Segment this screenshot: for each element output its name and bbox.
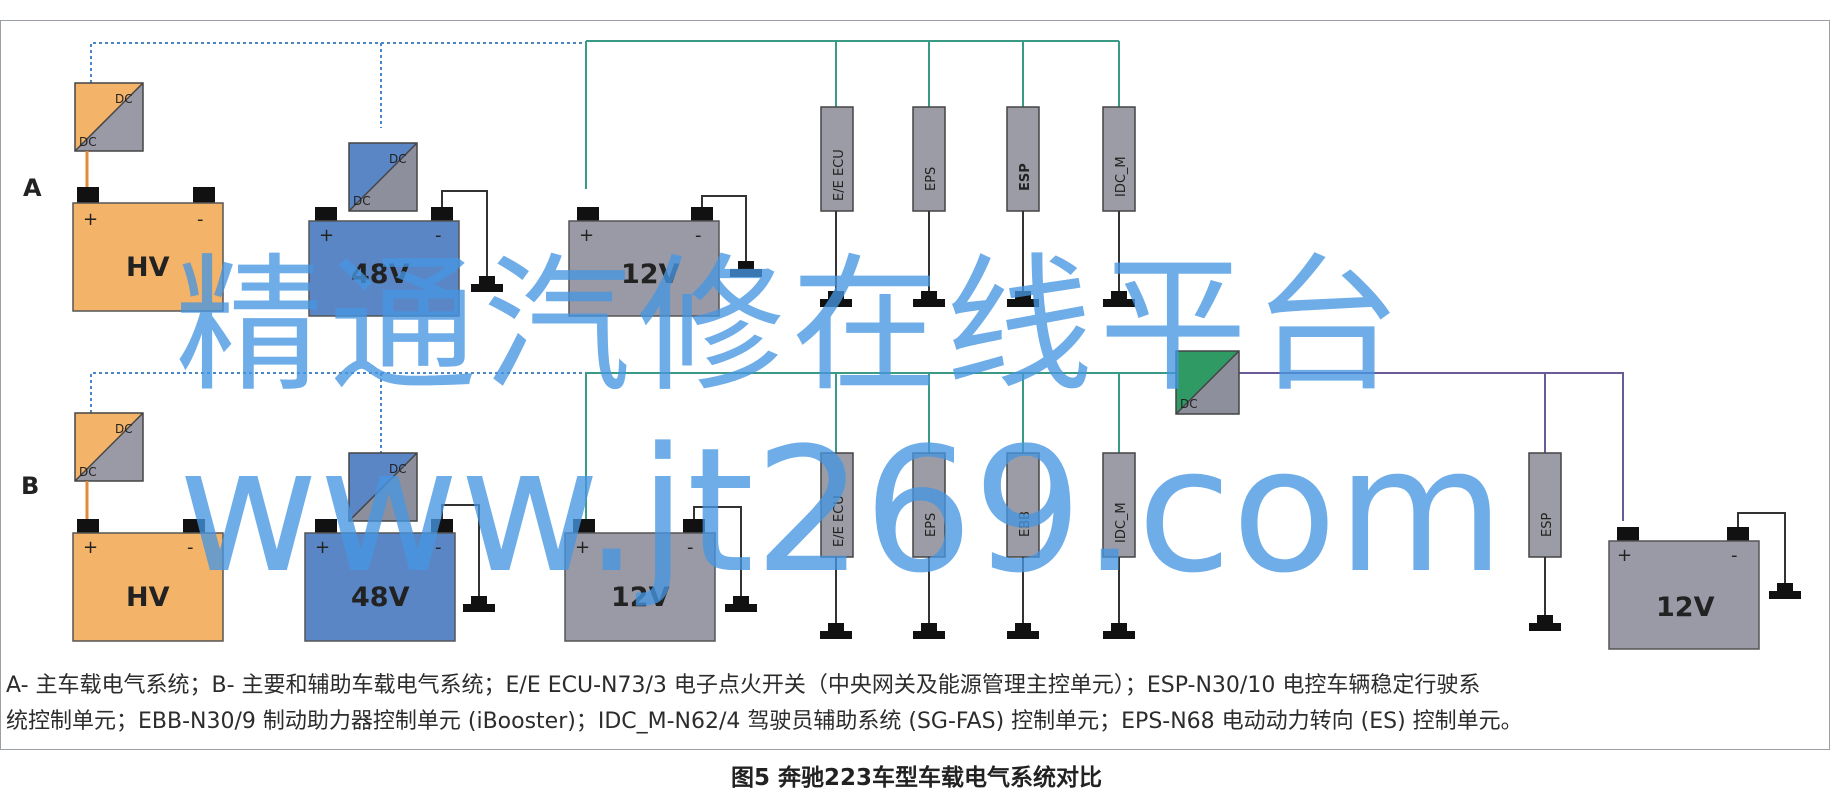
row-b-aux-bus-wire: [1239, 372, 1624, 521]
svg-text:DC: DC: [115, 92, 133, 106]
ground-icon: [725, 596, 757, 612]
ecu-esp-b: ESP: [1528, 452, 1562, 631]
ecu-eps-b: EPS: [912, 452, 946, 639]
svg-text:DC: DC: [79, 465, 97, 479]
ground-icon: [1769, 583, 1801, 599]
row-b-label: B: [21, 472, 39, 500]
battery-48v-b-label: 48V: [351, 582, 410, 613]
svg-text:-: -: [687, 537, 694, 558]
ecu-ee-ecu-a: E/E ECU: [820, 106, 854, 307]
battery-12v-aux-b-ground-wire: [1737, 512, 1786, 583]
battery-12v-a-label: 12V: [621, 259, 680, 290]
battery-hv-a: + - HV: [72, 187, 224, 312]
diagram-frame: A DC DC + - HV DC DC + - 48: [0, 20, 1830, 750]
svg-text:DC: DC: [353, 194, 371, 208]
svg-text:+: +: [83, 209, 98, 230]
dc-converter-hv-b: DC DC: [74, 412, 144, 482]
row-b-ecu-feeds: [835, 373, 1120, 453]
caption-line-2: 统控制单元；EBB-N30/9 制动助力器控制单元 (iBooster)；IDC…: [6, 709, 1523, 734]
svg-text:EPS: EPS: [924, 513, 939, 537]
svg-text:+: +: [579, 225, 594, 246]
ecu-ee-ecu-b: E/E ECU: [820, 452, 854, 639]
svg-text:-: -: [187, 537, 194, 558]
ecu-idc-m-a: IDC_M: [1102, 106, 1136, 307]
ground-icon: [730, 261, 762, 277]
svg-text:DC: DC: [389, 152, 407, 166]
dc-converter-48v-a: DC DC: [348, 142, 418, 212]
svg-text:EBB: EBB: [1018, 511, 1033, 537]
battery-48v-a-label: 48V: [351, 259, 410, 290]
svg-text:+: +: [315, 537, 330, 558]
svg-text:ESP: ESP: [1018, 163, 1033, 191]
svg-text:-: -: [197, 209, 204, 230]
svg-text:DC: DC: [1180, 397, 1198, 411]
row-a-ecu-feeds: [835, 41, 1120, 107]
svg-text:DC: DC: [79, 135, 97, 149]
battery-12v-a: + - 12V: [568, 207, 720, 317]
battery-hv-b-label: HV: [126, 582, 170, 613]
svg-text:E/E ECU: E/E ECU: [832, 149, 847, 201]
battery-12v-b-label: 12V: [611, 582, 670, 613]
battery-hv-a-label: HV: [126, 252, 170, 283]
battery-48v-a: + - 48V: [308, 207, 460, 317]
svg-text:ESP: ESP: [1540, 513, 1555, 537]
battery-12v-b-ground-wire: [693, 506, 742, 596]
ground-icon: [463, 596, 495, 612]
svg-text:E/E ECU: E/E ECU: [832, 495, 847, 547]
ecu-eps-a: EPS: [912, 106, 946, 307]
svg-text:+: +: [319, 225, 334, 246]
svg-text:+: +: [575, 537, 590, 558]
ecu-esp-a: ESP: [1006, 106, 1040, 307]
battery-12v-a-ground-wire: [701, 195, 747, 261]
row-b-dotted-link: [90, 372, 586, 453]
svg-text:IDC_M: IDC_M: [1114, 502, 1129, 543]
dc-converter-48v-b: DC: [348, 452, 418, 522]
battery-12v-b: + - 12V: [564, 519, 716, 642]
battery-hv-b: + - HV: [72, 519, 224, 642]
caption: A- 主车载电气系统；B- 主要和辅助车载电气系统；E/E ECU-N73/3 …: [6, 668, 1821, 740]
battery-48v-b: + - 48V: [304, 519, 456, 642]
row-a-label: A: [23, 174, 42, 202]
dc-converter-hv-a: DC DC: [74, 82, 144, 152]
row-a-dotted-link: [90, 42, 586, 101]
electrical-system-diagram: A DC DC + - HV DC DC + - 48: [21, 40, 1801, 650]
ground-icon: [471, 276, 503, 292]
svg-text:+: +: [83, 537, 98, 558]
battery-48v-b-ground-wire: [441, 504, 480, 596]
svg-text:-: -: [435, 225, 442, 246]
svg-text:DC: DC: [389, 462, 407, 476]
ecu-idc-m-b: IDC_M: [1102, 452, 1136, 639]
svg-text:EPS: EPS: [924, 167, 939, 191]
svg-text:IDC_M: IDC_M: [1114, 156, 1129, 197]
ecu-ebb-b: EBB: [1006, 452, 1040, 639]
figure-title: 图5 奔驰223车型车载电气系统对比: [730, 765, 1103, 791]
svg-text:-: -: [1731, 545, 1738, 566]
battery-12v-aux-b: + - 12V: [1608, 527, 1760, 650]
svg-text:-: -: [435, 537, 442, 558]
battery-12v-aux-b-label: 12V: [1656, 592, 1715, 623]
dc-converter-aux-b: DC: [1175, 350, 1240, 415]
battery-48v-a-ground-wire: [441, 190, 488, 276]
svg-text:+: +: [1617, 545, 1632, 566]
svg-text:DC: DC: [115, 422, 133, 436]
caption-line-1: A- 主车载电气系统；B- 主要和辅助车载电气系统；E/E ECU-N73/3 …: [6, 673, 1481, 698]
svg-text:-: -: [695, 225, 702, 246]
